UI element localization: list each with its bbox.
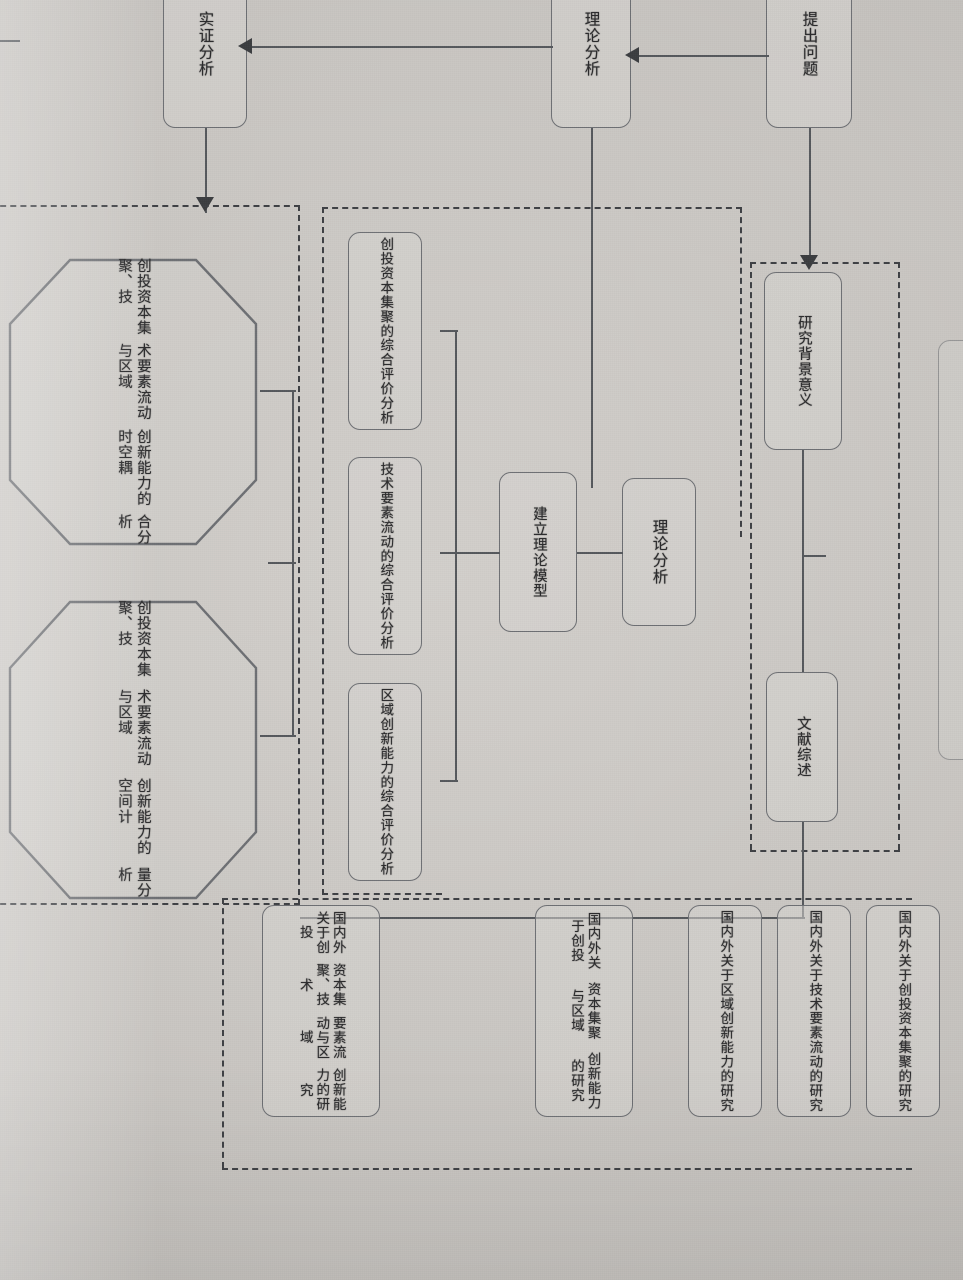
node-lit-regional-innov-line2: 创新能力的研究	[717, 1011, 734, 1113]
node-lit-regional-innov: 国内外关于区域 创新能力的研究	[688, 905, 762, 1117]
node-hex-spatial-econometrics: 创投资本集聚、技 术要素流动与区域 创新能力的空间计 量分析	[8, 600, 258, 900]
node-lit-vc-and-region-line3: 创新能力的研究	[568, 1052, 601, 1110]
node-lit-tech-flow-line1: 国内外关于技术	[806, 909, 823, 1012]
node-eval-regional-line1: 区域创新能力的	[377, 687, 394, 790]
connector-hex1-stub	[260, 390, 296, 392]
node-hex2-line4: 量分析	[116, 866, 151, 898]
node-eval-tech-flow: 技术要素流动的 综合评价分析	[348, 457, 422, 655]
node-hex1-line2: 术要素流动与区域	[116, 343, 151, 421]
dashed-literature-group-left	[222, 898, 224, 1168]
dashed-theory-group-right	[740, 207, 742, 537]
connector-theory-to-empirical	[246, 46, 553, 48]
arrowhead-empirical-drop	[196, 197, 214, 212]
node-lit-all-three-line3: 要素流动与区域	[296, 1015, 346, 1060]
node-research-background-line1: 研究背景意	[795, 314, 812, 393]
node-lit-regional-innov-line1: 国内外关于区域	[717, 909, 734, 1012]
node-eval-tech-flow-line1: 技术要素流动的	[377, 461, 394, 564]
node-partial-right-edge	[938, 340, 963, 760]
node-raise-question-label: 提出问题	[800, 11, 819, 77]
node-hex-spatiotemporal-coupling: 创投资本集聚、技 术要素流动与区域 创新能力的时空耦 合分析	[8, 258, 258, 546]
node-eval-tech-flow-line2: 综合评价分析	[377, 563, 394, 651]
connector-empirical-spine-tick	[268, 562, 296, 564]
node-lit-vc-and-region-line1: 国内外关于创投	[568, 912, 601, 970]
dashed-theory-group-left	[322, 207, 324, 895]
node-hex2-line3: 创新能力的空间计	[116, 777, 151, 856]
node-lit-all-three-line4: 创新能力的研究	[296, 1068, 346, 1112]
connector-left-edge-stub	[0, 40, 20, 42]
connector-empirical-spine-2	[292, 562, 294, 737]
node-build-theory-model-line2: 型	[530, 583, 547, 599]
node-research-background: 研究背景意 义	[764, 272, 842, 450]
connector-question-spine-tick	[802, 555, 826, 557]
connector-theory-to-model	[577, 552, 623, 554]
node-eval-vc-capital: 创投资本集聚的 综合评价分析	[348, 232, 422, 430]
node-theory-analysis-mid-label: 理论分析	[650, 519, 669, 585]
node-literature-review-label: 文献综述	[794, 716, 811, 778]
connector-question-spine	[802, 450, 804, 672]
node-research-background-line2: 义	[795, 392, 812, 408]
node-hex2-line2: 术要素流动与区域	[116, 688, 151, 767]
arrowhead-theory-to-empirical	[238, 38, 252, 54]
connector-eval-tick-3	[440, 780, 458, 782]
node-hex1-line3: 创新能力的时空耦	[116, 428, 151, 507]
node-lit-all-three-line1: 国内外关于创投	[296, 910, 346, 955]
connector-eval-tick-2	[440, 552, 458, 554]
dashed-theory-group-top	[322, 207, 742, 209]
connector-empirical-drop	[205, 128, 207, 213]
node-eval-vc-capital-line1: 创投资本集聚的	[377, 236, 394, 339]
node-hex2-label: 创投资本集聚、技 术要素流动与区域 创新能力的空间计 量分析	[8, 600, 258, 900]
dashed-empirical-group-top	[0, 205, 300, 207]
hexagon-shape-2	[8, 600, 258, 900]
dashed-question-group-left	[750, 262, 752, 850]
node-build-theory-model-line1: 建立理论模	[530, 505, 547, 584]
connector-model-to-fan	[455, 552, 500, 554]
node-lit-vc-capital-line1: 国内外关于创投	[895, 909, 912, 1012]
node-build-theory-model: 建立理论模 型	[499, 472, 577, 632]
node-theory-analysis-top: 理论分析	[551, 0, 631, 128]
dashed-question-group-bottom	[750, 850, 900, 852]
node-eval-regional-line2: 综合评价分析	[377, 789, 394, 877]
node-eval-regional: 区域创新能力的 综合评价分析	[348, 683, 422, 881]
hexagon-shape-1	[8, 258, 258, 546]
node-lit-vc-capital-line2: 资本集聚的研究	[895, 1011, 912, 1113]
connector-question-drop	[809, 128, 811, 263]
node-empirical-analysis-top-label: 实证分析	[196, 11, 215, 77]
node-lit-tech-flow-line2: 要素流动的研究	[806, 1011, 823, 1113]
node-hex1-label: 创投资本集聚、技 术要素流动与区域 创新能力的时空耦 合分析	[8, 258, 258, 546]
dashed-empirical-group-right	[298, 205, 300, 905]
connector-empirical-spine	[292, 390, 294, 565]
node-lit-vc-and-region: 国内外关于创投 资本集聚与区域 创新能力的研究	[535, 905, 633, 1117]
connector-theory-drop	[591, 128, 593, 488]
arrowhead-question-to-theory	[625, 47, 639, 63]
dashed-question-group-right	[898, 262, 900, 850]
node-lit-vc-capital: 国内外关于创投 资本集聚的研究	[866, 905, 940, 1117]
connector-litreview-drop	[802, 822, 804, 917]
node-lit-vc-and-region-line2: 资本集聚与区域	[568, 982, 601, 1040]
connector-eval-fan-spine	[455, 330, 457, 780]
node-hex2-line1: 创投资本集聚、技	[116, 600, 151, 678]
connector-question-to-theory	[631, 55, 769, 57]
connector-hex2-stub	[260, 735, 296, 737]
dashed-question-group-top	[750, 262, 900, 264]
node-hex1-line4: 合分析	[116, 513, 151, 545]
dashed-literature-group-top	[222, 898, 912, 900]
node-theory-analysis-top-label: 理论分析	[582, 11, 601, 77]
node-eval-vc-capital-line2: 综合评价分析	[377, 338, 394, 426]
dashed-literature-group-bottom	[222, 1168, 912, 1170]
node-literature-review: 文献综述	[766, 672, 838, 822]
node-empirical-analysis-top: 实证分析	[163, 0, 247, 128]
dashed-empirical-group-bottom	[0, 903, 300, 905]
node-hex1-line1: 创投资本集聚、技	[116, 258, 151, 336]
dashed-theory-group-bottom	[322, 893, 442, 895]
node-lit-all-three: 国内外关于创投 资本集聚、技术 要素流动与区域 创新能力的研究	[262, 905, 380, 1117]
node-lit-all-three-line2: 资本集聚、技术	[296, 963, 346, 1007]
node-lit-tech-flow: 国内外关于技术 要素流动的研究	[777, 905, 851, 1117]
connector-eval-tick-1	[440, 330, 458, 332]
node-theory-analysis-mid: 理论分析	[622, 478, 696, 626]
node-raise-question: 提出问题	[766, 0, 852, 128]
